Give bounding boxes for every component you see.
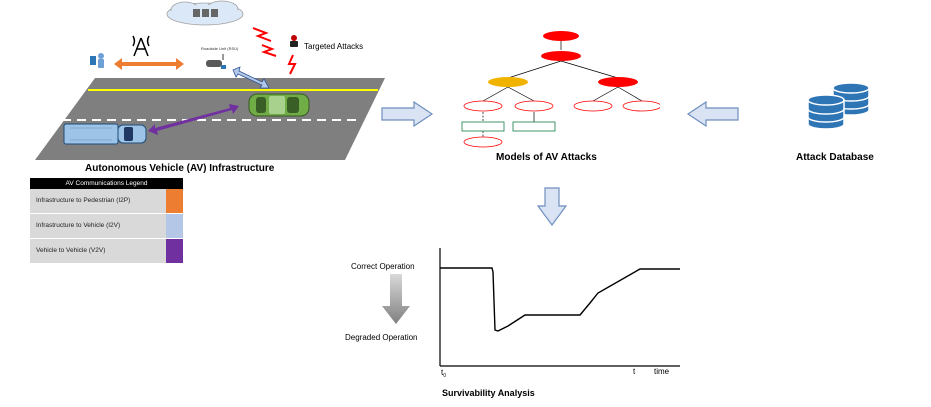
legend-swatch: [166, 214, 183, 238]
av-infrastructure-scene: [35, 0, 385, 160]
survivability-curve: [440, 267, 680, 332]
targeted-attacks-label: Targeted Attacks: [304, 42, 364, 51]
roadside-unit-icon: [206, 54, 226, 69]
legend-row-i2v: Infrastructure to Vehicle (I2V): [30, 214, 183, 239]
tree-defense-node: [461, 121, 505, 132]
legend-swatch: [166, 189, 183, 213]
legend-title: AV Communications Legend: [30, 178, 183, 189]
legend-label: Vehicle to Vehicle (V2V): [36, 247, 106, 254]
database-caption: Attack Database: [796, 152, 874, 163]
tree-attack-node: [541, 51, 581, 61]
av-communications-legend: AV Communications Legend Infrastructure …: [30, 178, 183, 264]
tree-root-node: [543, 31, 579, 41]
legend-row-i2p: Infrastructure to Pedestrian (I2P): [30, 189, 183, 214]
i2p-arrow: [114, 58, 184, 70]
tree-defense-node: [512, 121, 556, 132]
survivability-chart: t0 t time: [382, 248, 680, 379]
lightning-bolt-icon: [287, 54, 297, 75]
flow-arrow-left: [686, 101, 739, 127]
cell-tower-icon: [132, 35, 150, 57]
rsu-label: Roadside Unit (RSU): [201, 46, 239, 51]
tree-leaf-node: [622, 100, 660, 112]
hacker-icon: [290, 35, 298, 47]
pedestrian-icon: [90, 53, 104, 68]
models-caption: Models of AV Attacks: [496, 152, 597, 163]
i2v-arrow: [232, 66, 270, 89]
blue-truck: [63, 123, 147, 145]
cloud-server-icon: [166, 0, 244, 26]
t-tick-label: t: [633, 367, 636, 376]
flow-arrow-right: [381, 101, 434, 127]
correct-operation-label: Correct Operation: [351, 262, 415, 271]
green-car: [248, 93, 310, 117]
database-icon: [807, 82, 870, 130]
tree-leaf-node: [463, 100, 503, 112]
tree-leaf-node: [573, 100, 613, 112]
legend-row-v2v: Vehicle to Vehicle (V2V): [30, 239, 183, 264]
attack-tree-diagram: [461, 31, 660, 148]
degraded-operation-label: Degraded Operation: [345, 333, 418, 342]
v2v-arrow: [148, 104, 239, 135]
lightning-bolt-icon: [252, 27, 272, 42]
survivability-caption: Survivability Analysis: [442, 388, 535, 398]
tree-gateway-node: [488, 77, 528, 87]
tree-leaf-node: [463, 136, 503, 148]
legend-label: Infrastructure to Pedestrian (I2P): [36, 197, 131, 204]
tree-attack-node: [598, 77, 638, 87]
flow-arrow-down: [536, 187, 568, 227]
t0-tick-label: t0: [441, 368, 446, 379]
tree-leaf-node: [514, 100, 554, 112]
legend-label: Infrastructure to Vehicle (I2V): [36, 222, 121, 229]
av-infrastructure-caption: Autonomous Vehicle (AV) Infrastructure: [85, 163, 275, 174]
lightning-bolt-icon: [261, 44, 277, 57]
degradation-arrow: [382, 274, 410, 324]
x-axis-label: time: [654, 367, 670, 376]
legend-swatch: [166, 239, 183, 263]
